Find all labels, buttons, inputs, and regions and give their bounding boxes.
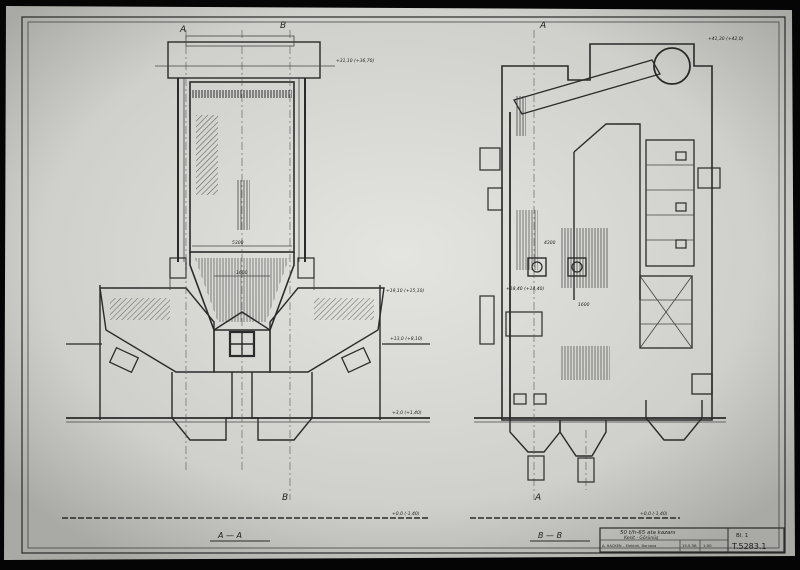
elevation-mid-left-2: +13,0 (+8,10) [390,336,423,342]
cut-marker-b-bottom: B [282,493,288,503]
drawing-date: 15.5.58 [682,543,697,548]
dimension-furnace-right: 4300 [544,240,556,246]
title-block: 50 t/h-65 ata kazanı Kesit - Görünüş A. … [599,527,785,553]
paper-sheet [4,6,795,560]
dimension-hopper-right: 1600 [578,302,590,308]
cut-marker-a-top-right: A [539,21,546,31]
dimension-furnace-left: 5300 [232,240,244,246]
cut-marker-b-top: B [280,21,286,31]
dimension-hopper-left: 1600 [236,270,248,276]
drawing-frame [21,16,786,554]
left-steam-drum [167,41,321,79]
elevation-mid-right: +18,40 (+14,40) [506,286,544,292]
economizer-stack [645,139,695,267]
sheet-label: Bl. 1 [736,533,748,539]
right-steam-drum [653,47,691,85]
company-name: A. HACKEN – Elektrik, Bornova [602,544,656,548]
air-heater [639,275,693,349]
section-b-b [470,30,726,519]
elevation-top-right: +41,30 (+42,0) [708,36,744,42]
inner-frame [27,21,780,549]
elevation-base-left: +0,0 (-1,40) [392,511,420,517]
elevation-top-left: +31,10 (+36,70) [336,58,374,64]
elevation-mid-left-1: +19,10 (+15,10) [386,288,424,294]
elevation-base-right: +0,0 (-1,40) [640,511,668,517]
drawing-number: T.5283.1 [731,542,766,551]
title-line-2: Kesit - Görünüş [624,535,659,541]
cut-marker-a-top-left: A [179,25,186,35]
right-boiler-casing [501,43,713,421]
cut-marker-a-bottom-right: A [534,493,541,503]
right-wing-duct [269,287,385,373]
drawing-scale: 1:50 [703,543,712,548]
section-caption-a-a: A — A [217,531,242,540]
title-line-1: 50 t/h-65 ata kazanı [620,530,676,536]
section-a-a [62,30,430,519]
drawing-labels: B A B A A +31,10 (+36,70) +41,30 (+42,0)… [179,21,744,542]
elevation-ground-left: +3,0 (+1,40) [392,410,422,416]
section-caption-b-b: B — B [538,531,562,540]
